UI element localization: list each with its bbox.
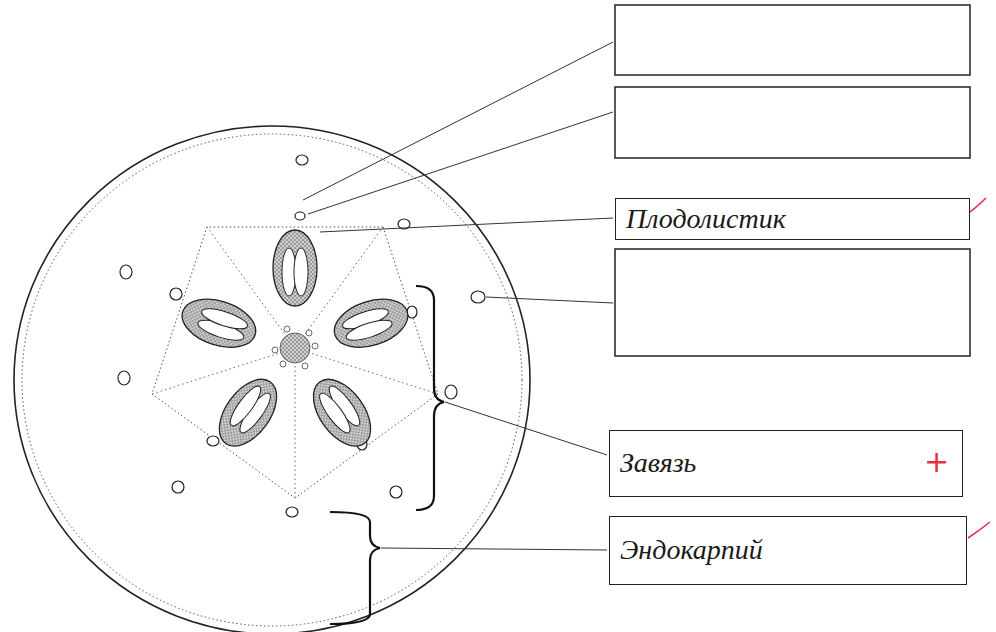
endocarp-bracket xyxy=(330,512,380,624)
leader-lines xyxy=(303,42,613,550)
vascular-bundles xyxy=(118,155,485,517)
blank-answer-box xyxy=(615,249,970,356)
grading-mark: + xyxy=(924,447,949,477)
answer-box: Плодолистик xyxy=(615,198,970,240)
peel-line xyxy=(22,134,522,626)
carpel-sutures xyxy=(152,227,438,498)
carpel-boundary xyxy=(152,227,438,498)
answer-box: Эндокарпий xyxy=(609,516,967,585)
answer-box: Завязь xyxy=(609,430,963,497)
ovary-bracket xyxy=(416,286,444,510)
fruit-outline xyxy=(14,126,530,632)
check-mark xyxy=(968,522,990,538)
locules xyxy=(176,230,414,456)
blank-answer-box xyxy=(615,87,970,158)
handwritten-answer: Эндокарпий xyxy=(620,535,763,566)
handwritten-answer: Плодолистик xyxy=(626,204,786,235)
blank-answer-box xyxy=(615,5,970,75)
handwritten-answer: Завязь xyxy=(620,448,696,479)
